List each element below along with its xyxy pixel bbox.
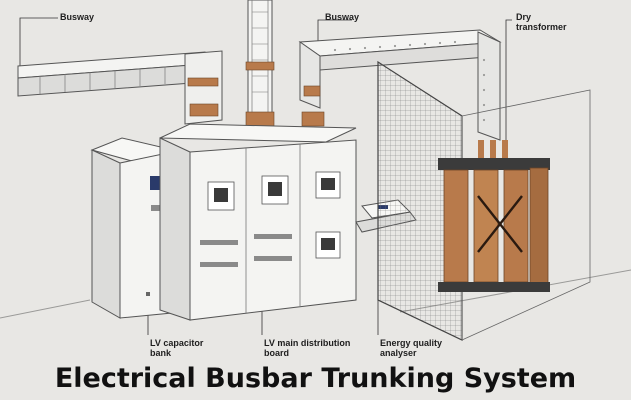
busway-riser xyxy=(245,0,275,127)
label-lv-capacitor-bank: LV capacitor bank xyxy=(150,338,204,358)
label-busway-right: Busway xyxy=(325,12,360,22)
label-lv-main-distribution-board: LV main distribution board xyxy=(264,338,351,358)
lv-main-distribution-board xyxy=(159,123,357,321)
leader-busway-left xyxy=(19,17,58,74)
leader-dry-transformer xyxy=(505,19,512,150)
label-busway-left: Busway xyxy=(60,12,95,22)
dry-transformer-unit xyxy=(438,140,550,292)
caption-title: Electrical Busbar Trunking System xyxy=(54,363,577,394)
label-dry-transformer: Dry transformer xyxy=(516,12,567,32)
busway-left-run xyxy=(17,50,223,125)
leader-busway-right xyxy=(317,19,352,48)
busway-right-run xyxy=(298,29,502,141)
label-energy-quality-analyser: Energy quality analyser xyxy=(380,338,443,358)
